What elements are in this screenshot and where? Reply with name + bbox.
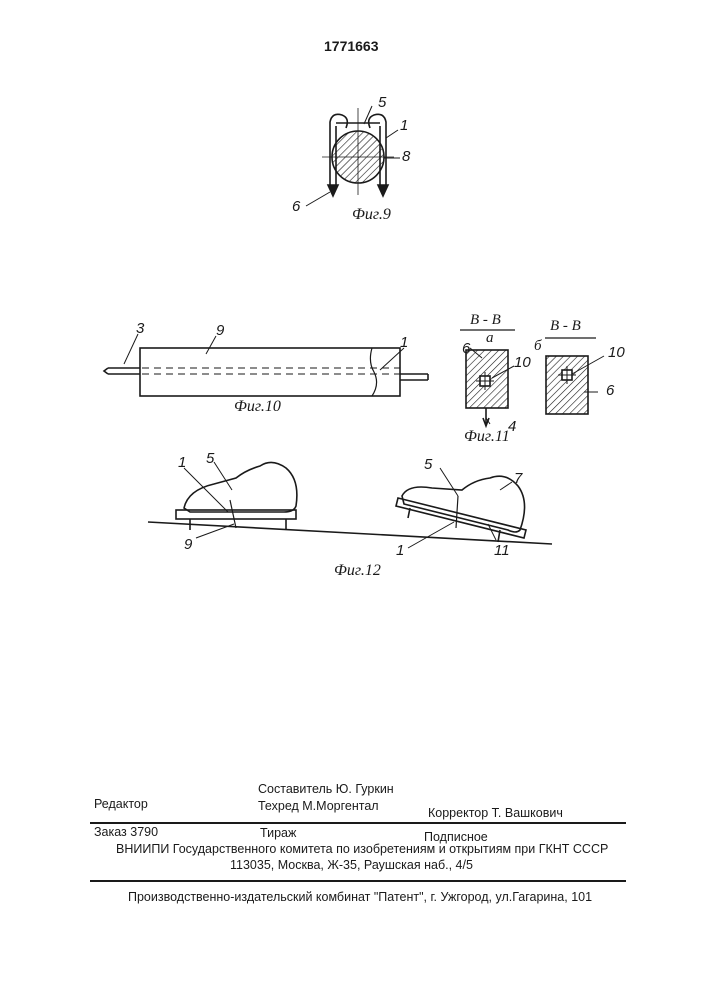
fig12-right-leader-7: [500, 482, 512, 490]
fig10-label-1: 1: [400, 334, 408, 351]
fig11-drawing: [460, 330, 604, 426]
fig12-left-leader-1: [184, 468, 228, 512]
fig11a-label-10: 10: [514, 354, 531, 371]
footer-corrector: Корректор Т. Вашкович: [428, 806, 563, 820]
fig12-left-label-9: 9: [184, 536, 192, 553]
fig10-leader-9: [206, 336, 216, 354]
fig10-label-3: 3: [136, 320, 144, 337]
footer-techred: Техред М.Моргентал: [258, 799, 379, 813]
fig10-caption: Фиг.10: [234, 398, 281, 416]
fig9-caption: Фиг.9: [352, 206, 391, 224]
fig12-left-label-1: 1: [178, 454, 186, 471]
footer-compiler: Составитель Ю. Гуркин: [258, 782, 394, 796]
fig10-label-9: 9: [216, 322, 224, 339]
fig10-leader-3: [124, 334, 138, 364]
fig9-drawing: [306, 106, 400, 206]
fig12-right-label-1: 1: [396, 542, 404, 559]
footer-publisher: Производственно-издательский комбинат "П…: [128, 890, 592, 904]
footer-order: Заказ 3790: [94, 825, 158, 839]
fig12-right-leader-1: [408, 522, 454, 548]
footer-editor: Редактор: [94, 797, 148, 811]
footer-address: 113035, Москва, Ж-35, Раушская наб., 4/5: [230, 858, 473, 872]
fig9-spike-left: [328, 185, 338, 196]
fig10-tube: [140, 348, 400, 396]
fig12-right-label-11: 11: [494, 542, 510, 559]
fig12-caption: Фиг.12: [334, 562, 381, 580]
fig9-leader-1: [386, 130, 398, 138]
fig10-drawing: [104, 334, 428, 396]
footer-vniipi: ВНИИПИ Государственного комитета по изоб…: [116, 842, 608, 856]
footer-rule-1: [90, 822, 626, 824]
fig12-left-leader-5: [214, 462, 232, 490]
fig9-label-5: 5: [378, 94, 386, 111]
fig11a-label-6: 6: [462, 340, 470, 357]
fig12-left-boot: [184, 462, 297, 512]
fig11-caption: Фиг.11: [464, 428, 510, 446]
fig12-right-leader-5: [440, 468, 458, 496]
fig12-drawing: [148, 462, 552, 548]
fig11a-section-title: В - В: [470, 312, 501, 329]
fig9-label-8: 8: [402, 148, 410, 165]
fig9-label-1: 1: [400, 117, 408, 134]
fig10-break-line: [370, 348, 376, 396]
footer-circulation: Тираж: [260, 826, 296, 840]
fig11b-section-title: В - В: [550, 318, 581, 335]
fig12-right-label-5: 5: [424, 456, 432, 473]
fig12-left-label-5: 5: [206, 450, 214, 467]
fig9-spike-right: [378, 185, 388, 196]
fig11b-label-6: 6: [606, 382, 614, 399]
fig9-label-6: 6: [292, 198, 300, 215]
fig11b-label-10: 10: [608, 344, 625, 361]
footer-rule-2: [90, 880, 626, 882]
fig12-right-label-7: 7: [514, 470, 522, 487]
fig9-leader-6: [306, 192, 330, 206]
fig11b-variant: б: [534, 338, 542, 355]
fig11b-section: [546, 356, 588, 414]
fig11a-variant: а: [486, 330, 494, 347]
